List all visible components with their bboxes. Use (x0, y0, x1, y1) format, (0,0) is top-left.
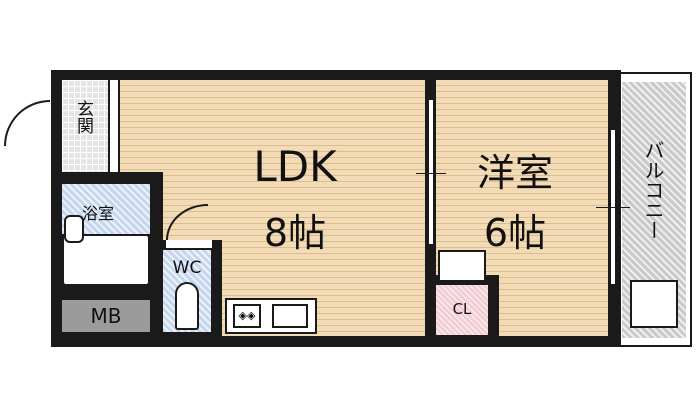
wc-label: WC (172, 258, 202, 278)
closet-label: CL (452, 300, 472, 318)
entrance-floor (62, 80, 108, 172)
ldk-size: 8帖 (263, 211, 327, 255)
toilet-icon (175, 282, 199, 330)
wc-door[interactable] (166, 240, 212, 248)
sliding-door-mark (416, 173, 446, 174)
air-conditioner-unit-icon (630, 280, 678, 328)
entrance-door-icon[interactable] (4, 100, 50, 146)
balcony-window-mark (596, 207, 630, 208)
sliding-door[interactable] (427, 98, 435, 246)
western-room-name: 洋室 (476, 151, 553, 195)
entrance-label: 玄関 (73, 100, 93, 134)
entrance-step (110, 80, 118, 172)
closet-floor (436, 285, 488, 335)
kitchen-sink-icon (272, 304, 308, 328)
stove-icon: ◈◈ (233, 304, 261, 328)
mb-box (62, 300, 150, 332)
sink-icon (64, 215, 84, 243)
closet-door-icon[interactable] (438, 250, 486, 280)
western-room-size: 6帖 (483, 211, 547, 255)
balcony-label: バルコニー (641, 140, 665, 240)
bath-label: 浴室 (82, 204, 115, 223)
mb-label: MB (90, 304, 122, 328)
ldk-name: LDK (253, 142, 337, 191)
